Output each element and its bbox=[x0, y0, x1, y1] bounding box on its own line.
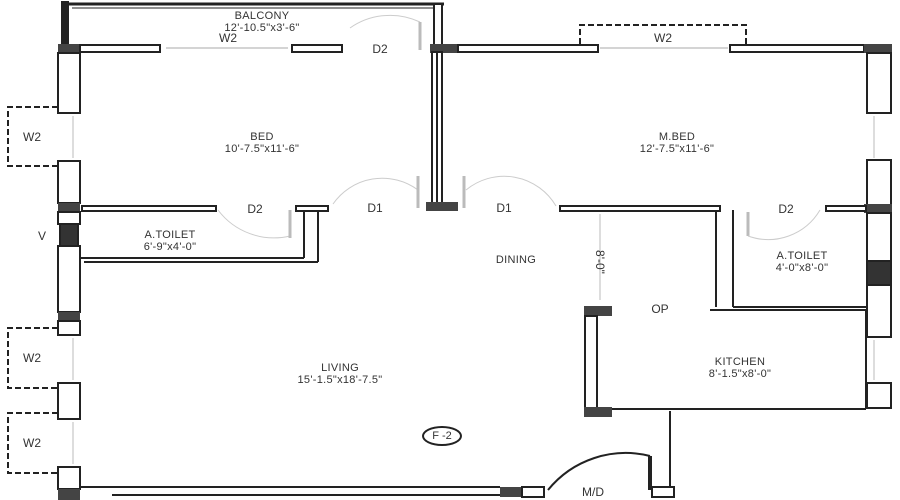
room-label-toilet-left: A.TOILET 6'-9"x4'-0" bbox=[144, 229, 197, 253]
floor-tag-badge: F -2 bbox=[422, 426, 462, 446]
w2-balcony-tag: W2 bbox=[219, 31, 237, 45]
d2-balcony-tag: D2 bbox=[372, 42, 388, 56]
balcony-walls bbox=[61, 1, 444, 47]
w2-top-right-projection bbox=[579, 24, 747, 44]
w2-left-bed-tag: W2 bbox=[23, 130, 41, 144]
room-dims: 15'-1.5"x18'-7.5" bbox=[297, 374, 383, 386]
d1-mbed-tag: D1 bbox=[496, 201, 512, 215]
room-dims: 6'-9"x4'-0" bbox=[143, 241, 197, 253]
room-dims: 10'-7.5"x11'-6" bbox=[224, 143, 300, 155]
dining-dimension-label: 8'-0" bbox=[593, 250, 607, 274]
room-dims: 8'-1.5"x8'-0" bbox=[708, 368, 772, 380]
right-outer-wall bbox=[864, 52, 892, 409]
v-left-tag: V bbox=[37, 229, 47, 243]
kitchen-west-wall bbox=[584, 306, 866, 490]
room-label-bed: BED 10'-7.5"x11'-6" bbox=[225, 131, 299, 155]
room-name: BED bbox=[250, 131, 274, 143]
room-name: A.TOILET bbox=[776, 250, 828, 262]
left-outer-wall bbox=[57, 52, 81, 500]
d2-toilet-left-tag: D2 bbox=[247, 202, 263, 216]
d1-bed-arc bbox=[332, 177, 419, 205]
d1-bed-tag: D1 bbox=[367, 201, 383, 215]
room-label-kitchen: KITCHEN 8'-1.5"x8'-0" bbox=[709, 356, 771, 380]
w2-left-living-1-tag: W2 bbox=[23, 351, 41, 365]
w2-top-right-tag: W2 bbox=[654, 31, 672, 45]
main-door-arc bbox=[547, 451, 651, 491]
room-label-balcony: BALCONY 12'-10.5"x3'-6" bbox=[224, 10, 299, 34]
w2-left-living-2-tag: W2 bbox=[23, 436, 41, 450]
w2-left-living-1-projection bbox=[7, 327, 58, 389]
room-name: LIVING bbox=[321, 362, 359, 374]
room-label-living: LIVING 15'-1.5"x18'-7.5" bbox=[298, 362, 383, 386]
balcony-door-arc bbox=[349, 14, 421, 29]
room-name: BALCONY bbox=[234, 10, 290, 22]
room-label-toilet-right: A.TOILET 4'-0"x8'-0" bbox=[776, 250, 829, 274]
mbed-bottom-wall bbox=[559, 205, 867, 408]
bed-top-wall bbox=[58, 44, 458, 53]
d1-mbed-arc bbox=[465, 175, 557, 207]
room-name: KITCHEN bbox=[714, 356, 766, 368]
op-kitchen-tag: OP bbox=[651, 302, 669, 316]
bed-bottom-wall bbox=[80, 205, 329, 263]
room-name: A.TOILET bbox=[144, 229, 196, 241]
w2-left-living-2-projection bbox=[7, 412, 58, 474]
room-label-dining: DINING bbox=[496, 254, 536, 266]
room-name: M.BED bbox=[658, 131, 696, 143]
room-dims: 12'-7.5"x11'-6" bbox=[639, 143, 715, 155]
main-door-tag: M/D bbox=[582, 485, 604, 499]
room-label-mbed: M.BED 12'-7.5"x11'-6" bbox=[640, 131, 714, 155]
bottom-wall bbox=[80, 451, 675, 498]
mbed-top-wall bbox=[457, 24, 892, 53]
room-dims: 12'-10.5"x3'-6" bbox=[224, 22, 300, 34]
d2-toilet-right-tag: D2 bbox=[778, 202, 794, 216]
room-name: DINING bbox=[495, 254, 537, 266]
room-dims: 4'-0"x8'-0" bbox=[775, 262, 829, 274]
